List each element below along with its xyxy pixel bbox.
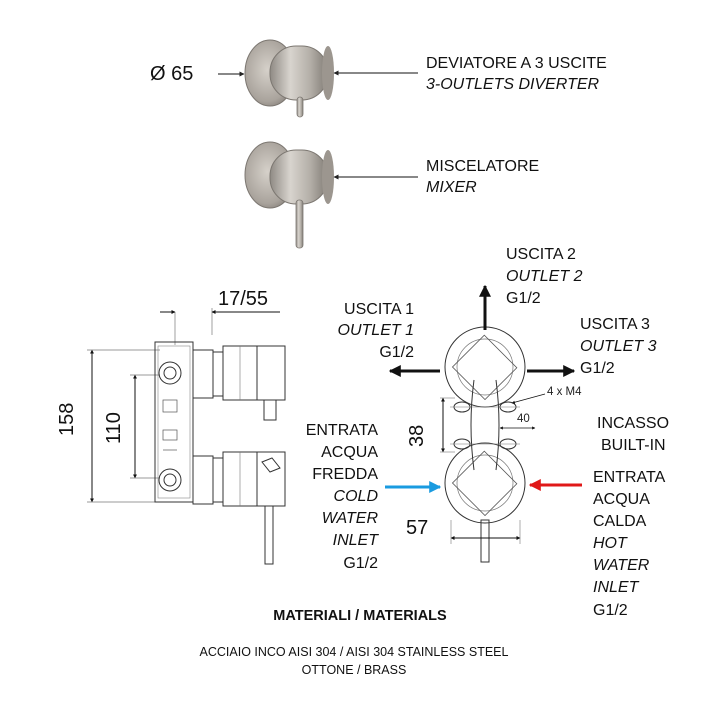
builtin-label-en: BUILT-IN — [601, 437, 666, 454]
outlet-1-label-it: USCITA 1 — [344, 301, 414, 318]
cold-inlet-en-3: INLET — [332, 532, 378, 549]
mixer-render — [244, 141, 334, 249]
outlet-3-thread: G1/2 — [580, 360, 615, 377]
height-total-dimension: 158 — [56, 402, 78, 436]
outlet-2-label-it: USCITA 2 — [506, 246, 576, 263]
cold-inlet-it-1: ENTRATA — [305, 422, 378, 439]
hot-inlet-en-3: INLET — [593, 579, 639, 596]
builtin-label-it: INCASSO — [597, 415, 670, 432]
cold-inlet-en-2: WATER — [321, 510, 378, 527]
outlet-1-thread: G1/2 — [379, 344, 414, 361]
cold-inlet-it-2: ACQUA — [321, 444, 378, 461]
materials-line-2: OTTONE / BRASS — [301, 663, 407, 677]
mixer-label-it: MISCELATORE — [426, 158, 540, 175]
hot-inlet-thread: G1/2 — [593, 602, 628, 619]
side-view-drawing — [87, 308, 286, 565]
hot-inlet-en-1: HOT — [593, 535, 627, 552]
diverter-label-en: 3-OUTLETS DIVERTER — [426, 76, 600, 93]
outlet-3-label-it: USCITA 3 — [580, 316, 650, 333]
hot-inlet-it-3: CALDA — [593, 513, 647, 530]
cold-inlet-en-1: COLD — [333, 488, 378, 505]
spacing-38-dimension: 38 — [406, 424, 428, 447]
depth-dimension: 17/55 — [218, 288, 269, 310]
diameter-label: Ø 65 — [150, 63, 194, 85]
front-view-drawing — [440, 326, 546, 563]
materials-title: MATERIALI / MATERIALS — [273, 608, 447, 624]
hot-inlet-it-2: ACQUA — [593, 491, 650, 508]
cold-inlet-thread: G1/2 — [343, 555, 378, 572]
screws-label: 4 x M4 — [547, 386, 582, 398]
outlet-1-label-en: OUTLET 1 — [337, 322, 414, 339]
outlet-2-label-en: OUTLET 2 — [506, 268, 583, 285]
spacing-40-dimension: 40 — [517, 413, 530, 425]
hot-inlet-it-1: ENTRATA — [593, 469, 666, 486]
cold-inlet-it-3: FREDDA — [312, 466, 378, 483]
materials-line-1: ACCIAIO INCO AISI 304 / AISI 304 STAINLE… — [199, 645, 509, 659]
width-57-dimension: 57 — [406, 517, 429, 539]
outlet-3-label-en: OUTLET 3 — [580, 338, 657, 355]
outlet-2-thread: G1/2 — [506, 290, 541, 307]
mixer-label-en: MIXER — [426, 179, 477, 196]
diverter-label-it: DEVIATORE A 3 USCITE — [426, 55, 607, 72]
hot-inlet-en-2: WATER — [593, 557, 650, 574]
height-inner-dimension: 110 — [103, 412, 125, 444]
diverter-render — [244, 39, 334, 118]
